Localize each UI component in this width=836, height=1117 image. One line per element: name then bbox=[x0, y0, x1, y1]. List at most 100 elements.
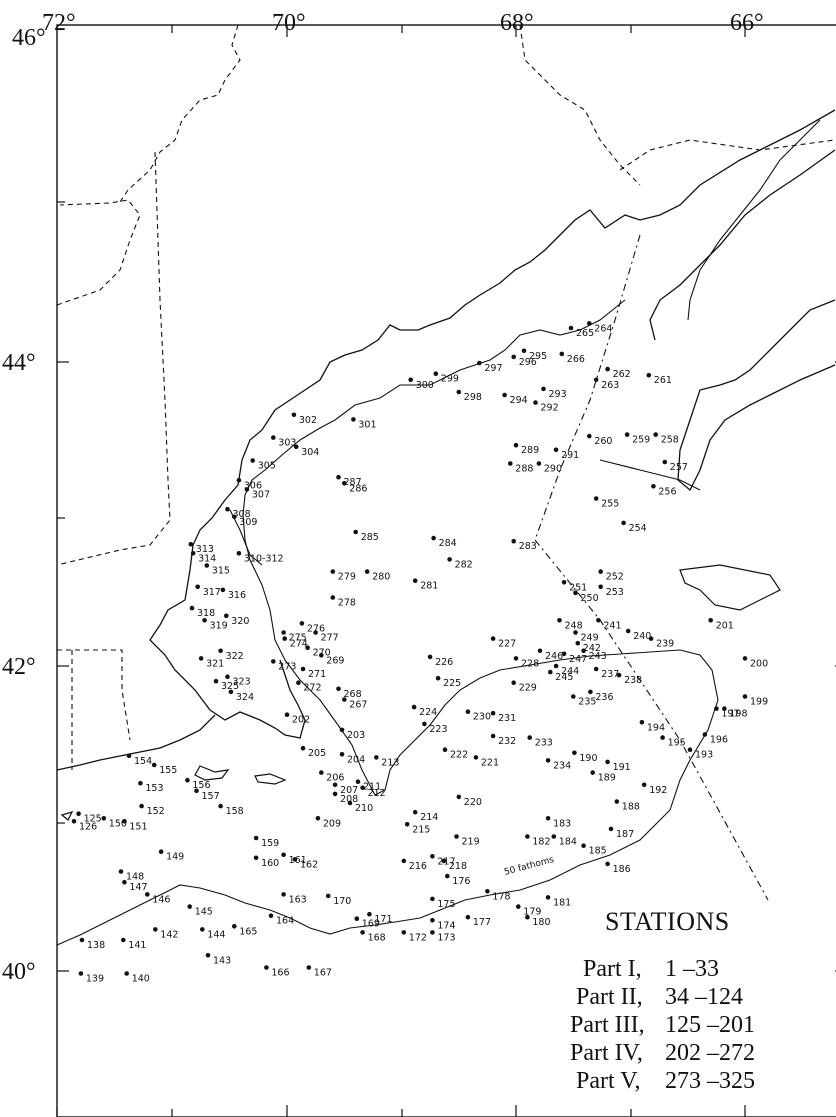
station-214: 214 bbox=[412, 809, 438, 823]
map-frame bbox=[56, 24, 836, 1117]
station-label: 290 bbox=[544, 464, 562, 475]
station-187: 187 bbox=[608, 826, 634, 840]
station-313: 313 bbox=[188, 541, 214, 555]
station-324: 324 bbox=[228, 689, 254, 703]
station-281: 281 bbox=[412, 578, 438, 592]
station-label: 235 bbox=[578, 697, 596, 708]
station-marker bbox=[205, 953, 211, 958]
station-marker bbox=[79, 937, 85, 943]
station-label: 192 bbox=[649, 785, 667, 796]
station-label: 237 bbox=[601, 669, 619, 680]
station-label: 152 bbox=[147, 806, 165, 817]
station-label: 288 bbox=[515, 464, 533, 475]
station-marker bbox=[521, 348, 527, 354]
station-197: 197 bbox=[714, 706, 740, 720]
station-label: 157 bbox=[202, 791, 220, 802]
station-label: 202 bbox=[292, 715, 310, 726]
station-marker bbox=[687, 747, 693, 752]
station-label: 163 bbox=[289, 894, 307, 905]
station-label: 318 bbox=[197, 608, 215, 619]
station-label: 221 bbox=[481, 757, 499, 768]
station-label: 214 bbox=[420, 812, 438, 823]
station-label: 226 bbox=[435, 657, 453, 668]
station-label: 139 bbox=[86, 974, 104, 985]
station-167: 167 bbox=[306, 965, 332, 979]
station-320: 320 bbox=[224, 613, 249, 627]
station-marker bbox=[430, 918, 435, 923]
station-label: 240 bbox=[633, 631, 651, 642]
station-marker bbox=[722, 706, 727, 711]
station-171: 171 bbox=[367, 911, 393, 925]
station-marker bbox=[605, 759, 610, 765]
station-marker bbox=[714, 706, 719, 711]
station-288: 288 bbox=[508, 461, 533, 475]
station-209: 209 bbox=[315, 816, 341, 829]
station-161: 161 bbox=[281, 852, 307, 866]
legend-part-2: Part II,34 –124 bbox=[576, 984, 743, 1010]
station-label: 220 bbox=[464, 797, 482, 808]
station-label: 210 bbox=[355, 803, 373, 814]
station-marker bbox=[253, 835, 259, 841]
station-284: 284 bbox=[431, 535, 457, 549]
axis-label-left-40: 40° bbox=[2, 959, 36, 985]
station-label: 321 bbox=[206, 658, 224, 669]
station-marker bbox=[430, 930, 435, 935]
station-219: 219 bbox=[454, 834, 480, 848]
station-305: 305 bbox=[250, 458, 276, 472]
station-label: 206 bbox=[326, 773, 344, 784]
station-label: 259 bbox=[632, 435, 650, 446]
station-177: 177 bbox=[465, 914, 491, 928]
station-label: 294 bbox=[510, 395, 528, 406]
station-label: 315 bbox=[212, 566, 230, 577]
station-213: 213 bbox=[374, 755, 399, 768]
station-marker bbox=[551, 834, 557, 839]
station-label: 297 bbox=[484, 363, 502, 374]
station-279: 279 bbox=[330, 569, 356, 583]
station-126: 126 bbox=[71, 819, 97, 832]
station-207: 207 bbox=[332, 782, 358, 796]
station-marker bbox=[374, 755, 379, 760]
station-148: 148 bbox=[118, 869, 144, 883]
station-marker bbox=[300, 666, 306, 672]
station-label: 227 bbox=[498, 639, 516, 650]
station-marker bbox=[502, 392, 507, 398]
station-271: 271 bbox=[300, 666, 326, 680]
station-label: 308 bbox=[233, 509, 251, 520]
station-label: 197 bbox=[721, 709, 739, 720]
station-label: 224 bbox=[419, 707, 437, 718]
station-marker bbox=[101, 816, 107, 821]
station-309: 309 bbox=[232, 514, 257, 528]
station-marker bbox=[200, 927, 205, 932]
station-247: 247 bbox=[561, 651, 587, 665]
station-273: 273 bbox=[271, 659, 296, 672]
station-marker bbox=[525, 834, 530, 839]
station-marker bbox=[587, 321, 592, 326]
station-296: 296 bbox=[511, 354, 537, 368]
legend-title: STATIONS bbox=[605, 907, 730, 936]
station-marker bbox=[742, 656, 748, 661]
station-319: 319 bbox=[202, 618, 228, 631]
station-label: 271 bbox=[308, 669, 326, 680]
station-label: 164 bbox=[276, 916, 294, 927]
station-label: 256 bbox=[658, 486, 676, 497]
station-211: 211 bbox=[355, 779, 381, 793]
legend-part-5: Part V,273 –325 bbox=[576, 1068, 755, 1094]
station-label: 155 bbox=[159, 765, 177, 776]
station-label: 143 bbox=[213, 955, 231, 966]
station-marker bbox=[513, 442, 519, 448]
station-label: 263 bbox=[601, 380, 619, 391]
station-295: 295 bbox=[521, 348, 547, 362]
station-289: 289 bbox=[513, 442, 539, 456]
axis-label-top-70: 70° bbox=[272, 10, 306, 36]
station-marker bbox=[490, 710, 496, 716]
station-label: 198 bbox=[729, 709, 747, 720]
station-marker bbox=[508, 461, 513, 466]
station-label: 188 bbox=[622, 802, 640, 813]
station-marker bbox=[218, 648, 223, 654]
station-label: 217 bbox=[437, 856, 455, 867]
station-label: 175 bbox=[437, 899, 455, 910]
station-176: 176 bbox=[445, 873, 470, 887]
station-label: 260 bbox=[594, 436, 612, 447]
station-label: 310-312 bbox=[244, 553, 284, 564]
